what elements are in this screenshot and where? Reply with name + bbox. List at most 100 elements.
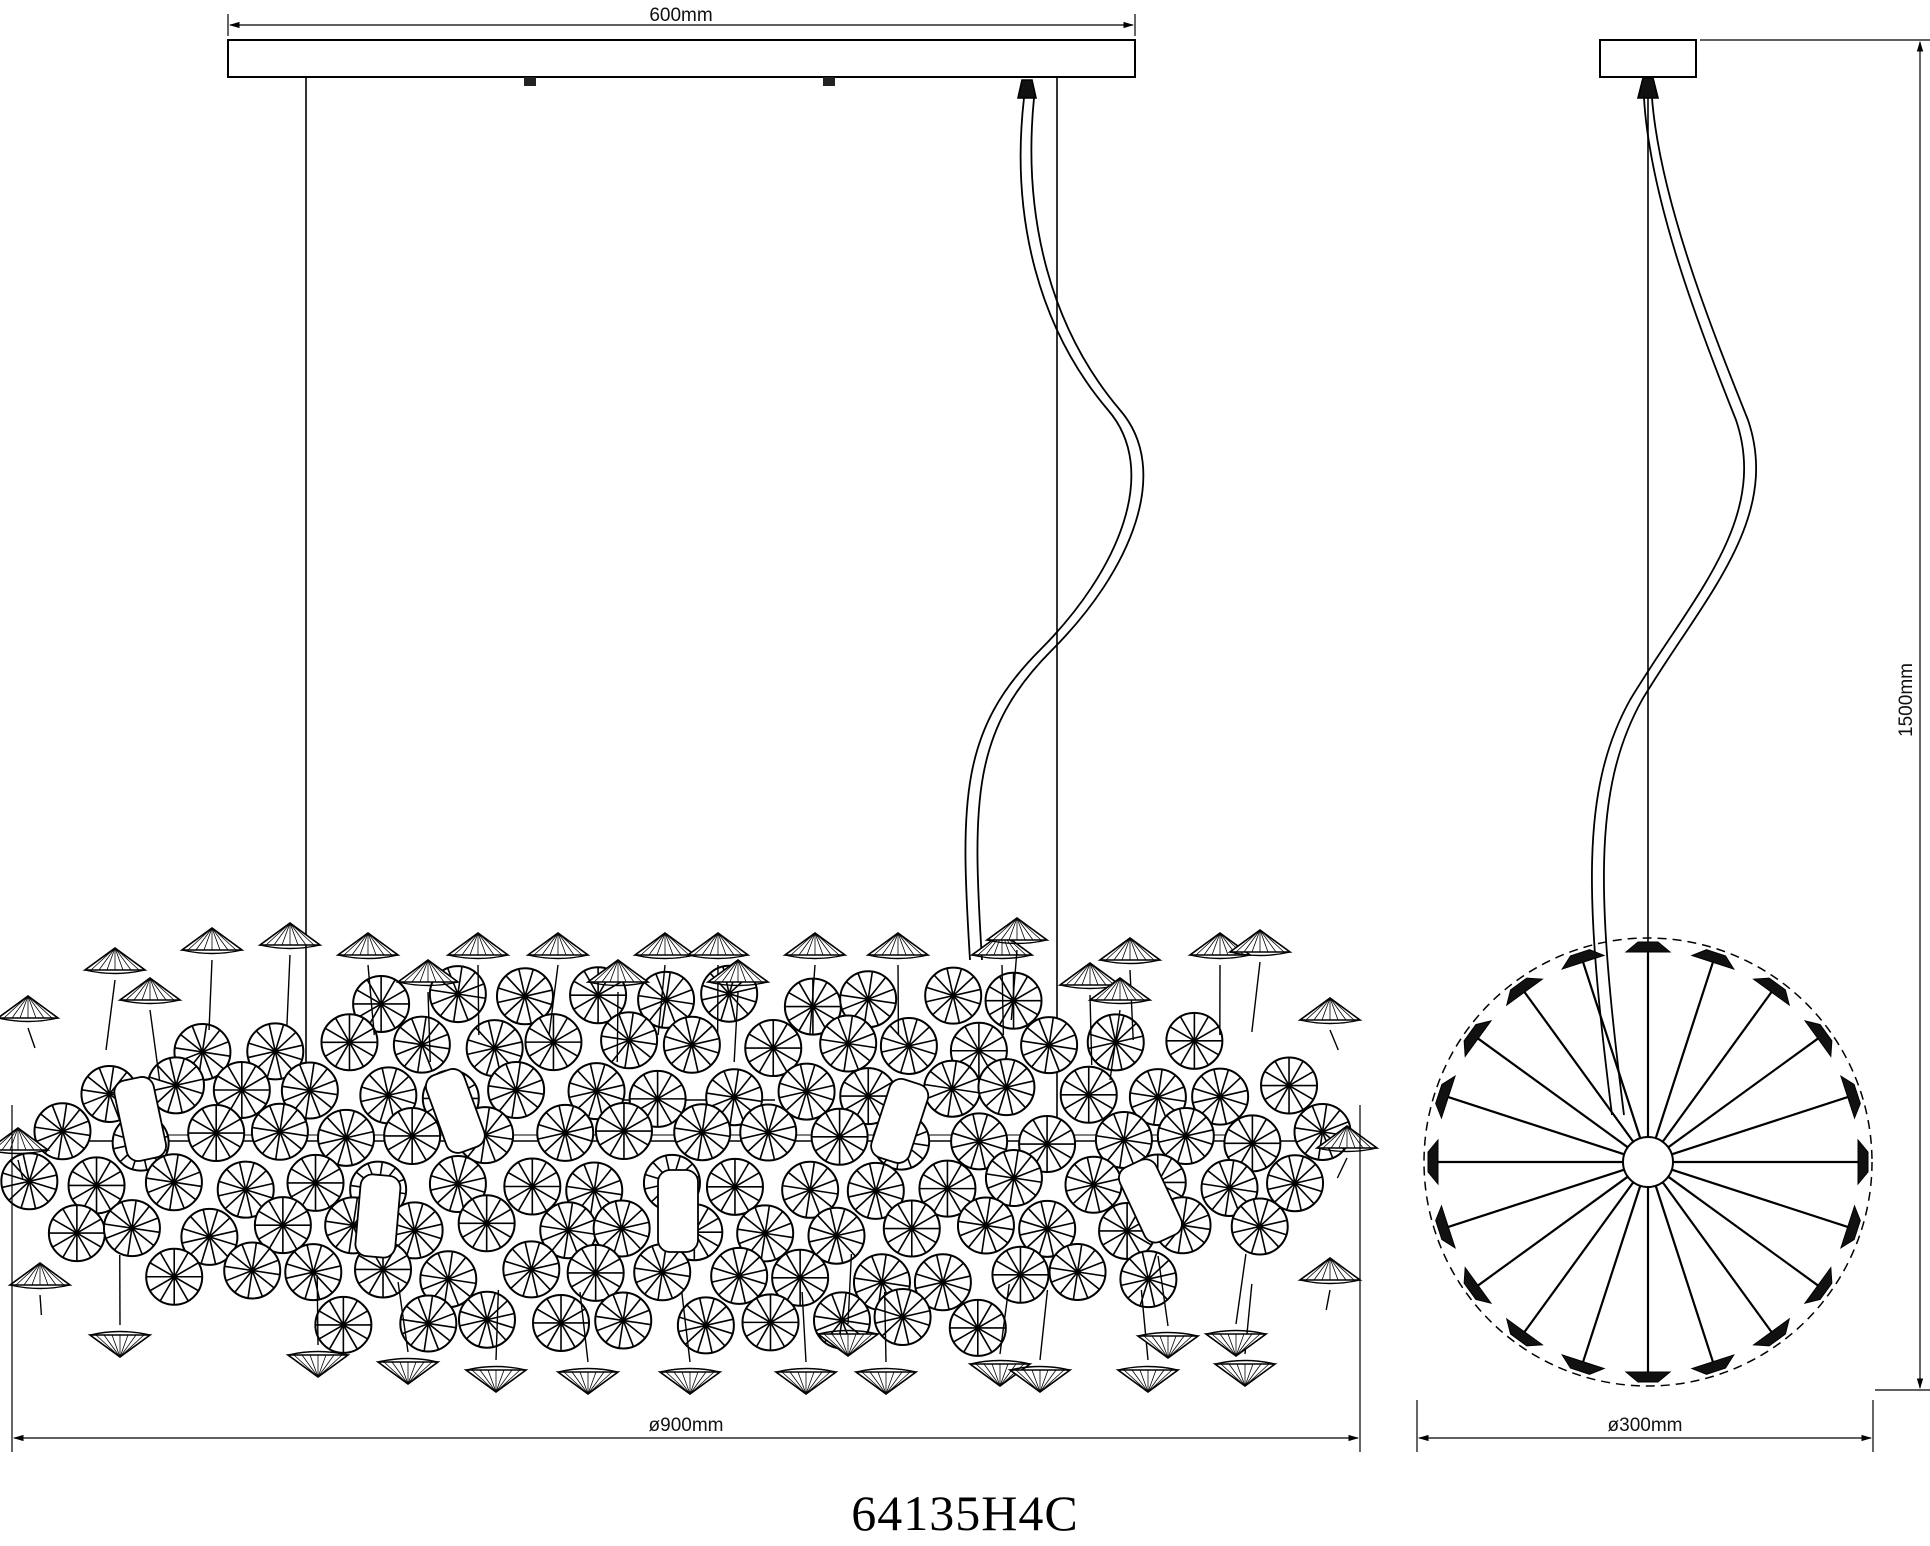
crystal-star xyxy=(736,1204,795,1263)
cone-crystal xyxy=(7,1262,73,1316)
side-spoke xyxy=(1661,1181,1791,1347)
dim-overall-width: ø900mm xyxy=(649,1415,724,1436)
crystal-star xyxy=(991,1245,1050,1304)
cone-crystal xyxy=(1203,1253,1269,1357)
side-spoke xyxy=(1654,1185,1735,1375)
side-spoke xyxy=(1661,977,1791,1143)
crystal-star xyxy=(819,1014,878,1073)
crystal-star xyxy=(924,966,983,1025)
crystal-star xyxy=(495,967,554,1026)
cone-crystal xyxy=(1227,929,1293,1033)
side-spoke xyxy=(1505,977,1635,1143)
side-spoke xyxy=(1667,1019,1833,1149)
crystal-star xyxy=(744,1019,803,1078)
cone-crystal xyxy=(1135,1255,1201,1359)
crystal-star xyxy=(253,1196,312,1255)
crystal-star xyxy=(950,1112,1009,1171)
dim-overall-height: 1500mm xyxy=(1896,663,1917,737)
cone-crystal xyxy=(1087,977,1153,1081)
crystal-star xyxy=(216,1160,275,1219)
crystal-star xyxy=(352,974,411,1033)
crystal-star xyxy=(810,1107,869,1166)
crystal-star xyxy=(807,1206,866,1265)
crystal-star xyxy=(487,1061,546,1120)
cone-crystal xyxy=(555,1291,621,1395)
bulb-holder xyxy=(425,1068,486,1154)
cone-crystal xyxy=(1297,1257,1363,1311)
cone-crystal xyxy=(773,1291,839,1395)
crystal-star xyxy=(839,970,898,1029)
bulb-holder xyxy=(870,1077,930,1164)
crystal-star xyxy=(284,1243,343,1302)
side-spoke xyxy=(1654,949,1735,1139)
cone-crystal xyxy=(1097,937,1163,1041)
cone-crystal xyxy=(1297,997,1363,1051)
side-canopy xyxy=(1599,39,1697,78)
model-number: 64135H4C xyxy=(851,1485,1079,1541)
cone-crystal xyxy=(179,927,245,1031)
crystal-star xyxy=(539,1201,598,1260)
crystal-star xyxy=(1020,1016,1079,1075)
crystal-star xyxy=(47,1204,106,1263)
crystal-star xyxy=(1156,1107,1215,1166)
crystal-star xyxy=(676,1296,735,1355)
bulb-holders xyxy=(113,1068,1183,1259)
crystal-star xyxy=(317,1108,376,1167)
crystal-star xyxy=(741,1293,800,1352)
crystal-star xyxy=(458,1290,517,1349)
crystal-star xyxy=(428,1154,487,1213)
side-spoke xyxy=(1435,1168,1625,1249)
cone-crystal xyxy=(1007,1289,1073,1393)
cone-crystal xyxy=(395,959,461,1063)
crystal-star xyxy=(33,1102,92,1161)
crystal-star xyxy=(566,1243,625,1302)
crystal-star xyxy=(879,1016,938,1075)
crystal-star xyxy=(882,1199,941,1258)
crystal-star xyxy=(1094,1110,1153,1169)
side-spoke xyxy=(1463,1175,1629,1305)
crystal-star xyxy=(1230,1197,1289,1256)
side-spoke xyxy=(1671,1168,1861,1249)
crystal-star xyxy=(1260,1056,1319,1115)
side-spoke xyxy=(1624,941,1672,1137)
crystal-star xyxy=(524,1013,583,1072)
crystal-star xyxy=(771,1248,830,1307)
crystal-star xyxy=(873,1287,932,1346)
cone-crystal xyxy=(984,917,1050,1021)
cone-crystal xyxy=(1212,1283,1278,1387)
crystal-star xyxy=(67,1156,126,1215)
crystal-star xyxy=(320,1013,379,1072)
crystal-star xyxy=(383,1106,442,1165)
crystal-star xyxy=(1048,1242,1107,1301)
crystal-star xyxy=(145,1247,204,1306)
crystal-star xyxy=(600,1011,659,1070)
crystal-star xyxy=(392,1015,451,1074)
side-spoke xyxy=(1673,1138,1869,1186)
side-spoke xyxy=(1561,1185,1642,1375)
cone-crystal xyxy=(657,1291,723,1395)
dim-canopy-width: 600mm xyxy=(649,5,712,26)
crystal-star xyxy=(1191,1067,1250,1126)
crystal-star xyxy=(1064,1155,1123,1214)
crystal-star xyxy=(710,1246,769,1305)
crystal-star xyxy=(532,1293,591,1352)
cone-crystal xyxy=(525,932,591,1036)
side-spokes xyxy=(1427,941,1869,1383)
crystal-star xyxy=(1119,1250,1178,1309)
cone-crystal xyxy=(0,995,61,1049)
crystal-star xyxy=(567,1062,626,1121)
side-outline-circle xyxy=(1423,937,1873,1387)
cone-crystal xyxy=(685,932,751,1036)
cone-crystal xyxy=(82,947,148,1051)
cone-crystal xyxy=(257,922,323,1026)
crystal-star xyxy=(1165,1011,1224,1070)
bulb-holder xyxy=(354,1173,402,1259)
crystal-star xyxy=(503,1157,562,1216)
crystal-star xyxy=(502,1240,561,1299)
cone-crystal xyxy=(445,932,511,1036)
side-spoke xyxy=(1667,1175,1833,1305)
side-spoke xyxy=(1427,1138,1623,1186)
crystal-star xyxy=(984,1149,1043,1208)
cone-crystal xyxy=(1314,1125,1380,1179)
